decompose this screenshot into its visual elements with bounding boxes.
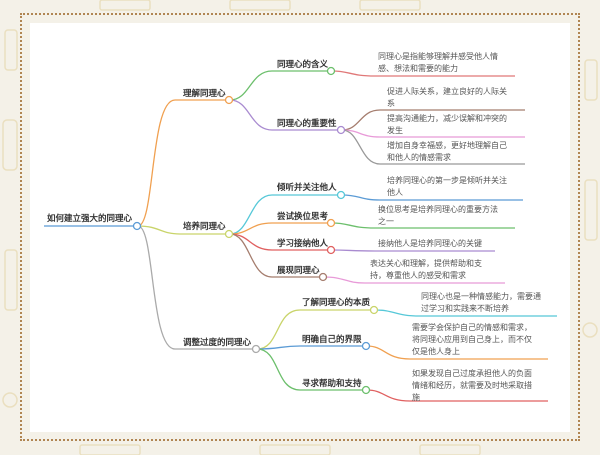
leaf-text: 如果发现自己过度承担他人的负面 情绪和经历，就需要及时地采取措 施 — [412, 369, 532, 402]
subnode-accept[interactable]: 学习接纳他人 — [277, 239, 329, 249]
dotted-frame-border — [20, 13, 580, 441]
subnode-boundaries[interactable]: 明确自己的界限 — [302, 335, 362, 345]
leaf-text: 培养同理心的第一步是倾听并关注 他人 — [387, 176, 507, 197]
leaf-text: 促进人际关系，建立良好的人际关 系 — [387, 87, 507, 108]
leaf-text: 同理心也是一种情感能力，需要通 过学习和实践来不断培养 — [421, 292, 541, 313]
leaf-text: 换位思考是培养同理心的重要方法 之一 — [378, 205, 498, 226]
branch-node-adjust[interactable]: 调整过度的同理心 — [183, 338, 252, 348]
subnode-listen[interactable]: 倾听并关注他人 — [277, 183, 337, 193]
leaf-text: 接纳他人是培养同理心的关键 — [378, 239, 482, 248]
branch-node-cultivate[interactable]: 培养同理心 — [183, 222, 226, 232]
branch-node-understand[interactable]: 理解同理心 — [183, 89, 226, 99]
subnode-perspective[interactable]: 尝试换位思考 — [277, 212, 329, 222]
subnode-meaning[interactable]: 同理心的含义 — [277, 60, 329, 70]
leaf-text: 提高沟通能力，减少误解和冲突的 发生 — [387, 114, 507, 135]
subnode-show[interactable]: 展现同理心 — [277, 266, 320, 276]
root-node[interactable]: 如何建立强大的同理心 — [47, 214, 133, 224]
leaf-text: 同理心是指能够理解并感受他人情 感、想法和需要的能力 — [378, 52, 498, 73]
subnode-seek-help[interactable]: 寻求帮助和支持 — [302, 379, 362, 389]
leaf-text: 表达关心和理解，提供帮助和支 持，尊重他人的感受和需求 — [370, 259, 482, 280]
subnode-essence[interactable]: 了解同理心的本质 — [302, 298, 371, 308]
leaf-text: 增加自身幸福感，更好地理解自己 和他人的情感需求 — [387, 141, 507, 162]
leaf-text: 需要学会保护自己的情感和需求， 将同理心应用到自己身上，而不仅 仅是他人身上 — [412, 323, 532, 356]
subnode-importance[interactable]: 同理心的重要性 — [277, 119, 337, 129]
